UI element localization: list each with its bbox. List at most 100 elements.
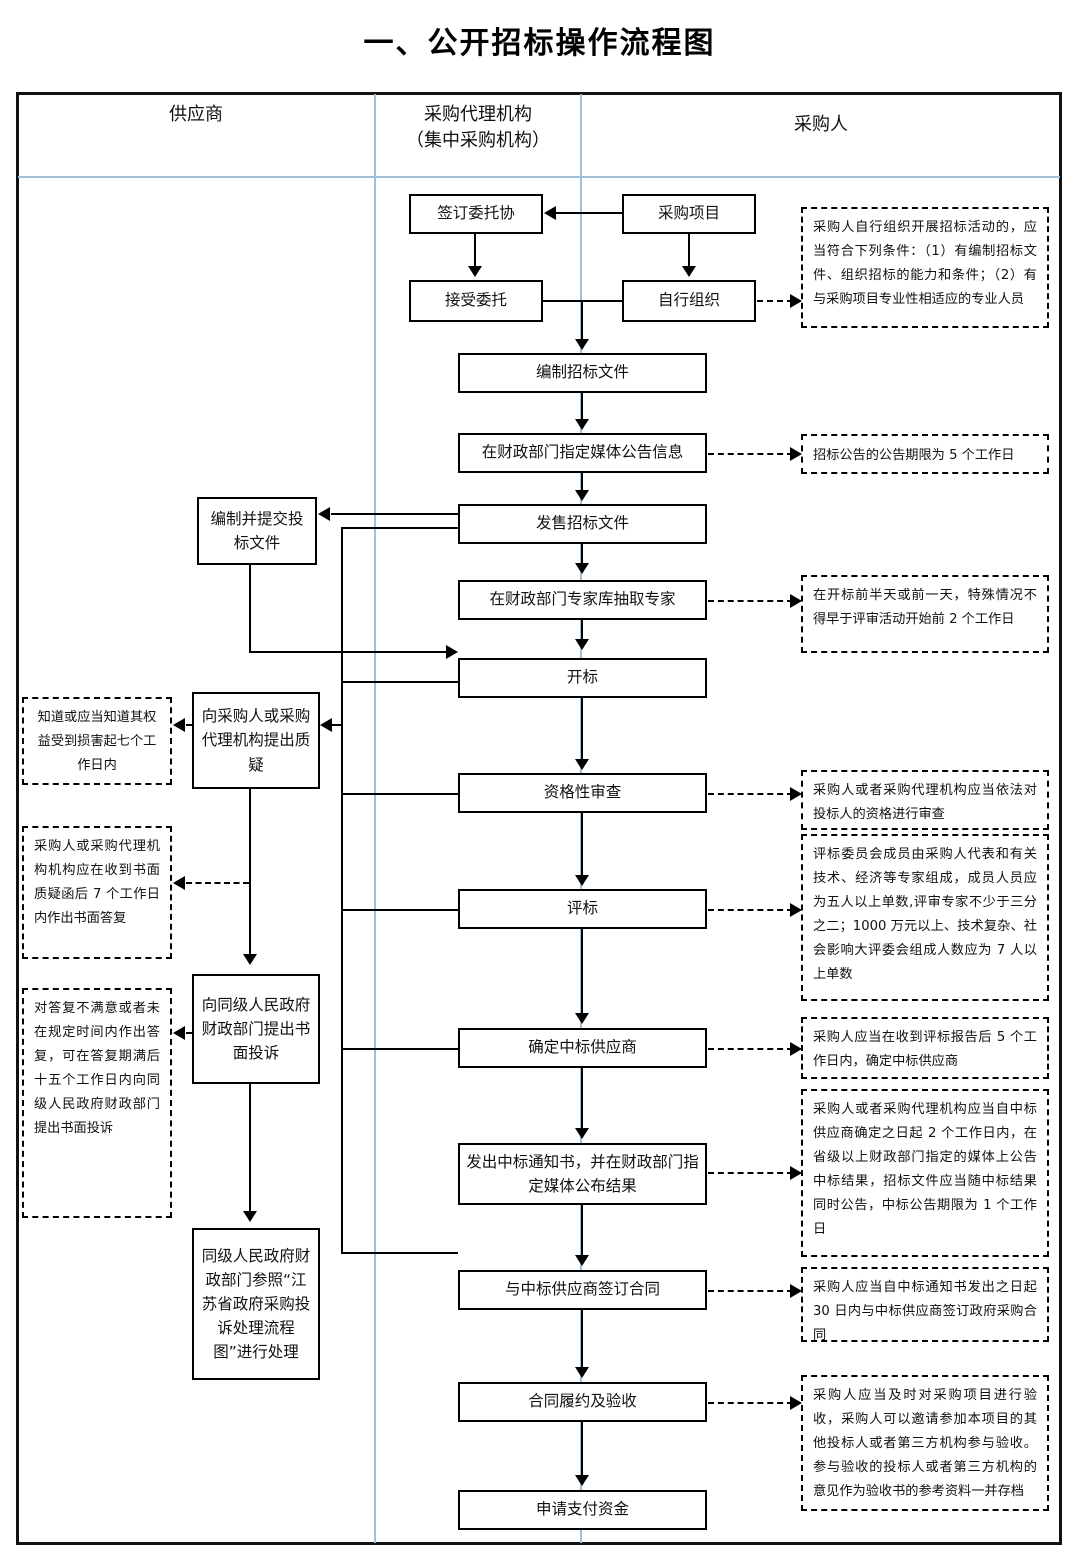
lane-header-agency: 采购代理机构 （集中采购机构） [378,102,578,154]
conn-spine-bottom [341,1252,458,1255]
arrow-self-organize-note [790,294,802,308]
arrow-acceptance-note [790,1396,802,1410]
conn-complaint-to-handling [249,1084,252,1212]
conn-issue-to-experts [581,544,584,564]
conn-bid-to-opening [249,651,446,654]
node-raise-query[interactable]: 向采购人或采购代理机构提出质疑 [192,692,320,789]
arrow-query-deadline [173,718,185,732]
arrow-reply-deadline [173,876,185,890]
dconn-notice-note [708,1172,793,1174]
node-qualification-review[interactable]: 资格性审查 [458,773,707,813]
arrow-spine-to-query [320,718,332,732]
conn-project-to-sign [556,212,622,215]
node-self-organize[interactable]: 自行组织 [622,280,756,322]
conn-issue-spine-top [341,527,458,530]
arrow-experts-to-opening [575,639,589,650]
conn-opening-to-spine [341,681,458,684]
note-reply-deadline: 采购人或采购代理机构机构应在收到书面质疑函后 7 个工作日内作出书面答复 [22,826,172,959]
arrow-join-to-prepare [575,339,589,350]
note-contract: 采购人应当自中标通知书发出之日起 30 日内与中标供应商签订政府采购合同 [801,1267,1049,1343]
arrow-issue-to-supplier [318,507,330,521]
conn-bid-down [249,565,252,653]
conn-evaluation-to-spine [341,909,458,912]
arrow-complaint-deadline [173,1026,185,1040]
conn-sign-to-accept [474,234,477,267]
lane-header-agency-line1: 采购代理机构 [424,104,532,125]
conn-issue-to-supplier [331,513,458,516]
conn-complaint-deadline [186,1032,192,1035]
arrow-project-to-self [682,266,696,277]
dconn-announce-note [708,453,793,455]
arrow-performance-to-payment [575,1475,589,1486]
node-issue-docs[interactable]: 发售招标文件 [458,504,707,544]
lane-divider-1 [374,94,376,1543]
arrow-complaint-to-handling [243,1211,257,1222]
conn-contract-to-performance [581,1310,584,1367]
arrow-contract-to-performance [575,1367,589,1378]
dconn-winner-note [708,1048,793,1050]
arrow-bid-to-opening [446,645,458,659]
conn-spine-to-query [332,724,342,727]
conn-query-to-complaint [249,789,252,955]
conn-notice-to-contract [581,1205,584,1255]
lane-header-rule [18,176,1060,178]
node-prepare-submit-bid[interactable]: 编制并提交投标文件 [197,497,317,565]
arrow-project-to-sign [544,206,556,220]
dconn-self-organize-note [757,300,793,302]
arrow-issue-to-experts [575,563,589,574]
dconn-evaluation-note [708,909,793,911]
note-complaint-deadline: 对答复不满意或者未在规定时间内作出答复，可在答复期满后十五个工作日内向同级人民政… [22,988,172,1218]
note-qualification: 采购人或者采购代理机构应当依法对投标人的资格进行审查 [801,770,1049,830]
node-purchase-project[interactable]: 采购项目 [622,194,756,234]
conn-join-down [581,300,584,340]
arrow-announce-to-issue [575,490,589,501]
node-written-complaint[interactable]: 向同级人民政府财政部门提出书面投诉 [192,974,320,1084]
arrow-evaluation-to-winner [575,1013,589,1024]
node-accept-entrust[interactable]: 接受委托 [409,280,543,322]
conn-qualification-to-evaluation [581,813,584,876]
arrow-prepare-to-announce [575,419,589,430]
dconn-contract-note [708,1290,793,1292]
conn-opening-to-qualification [581,698,584,760]
arrow-notice-to-contract [575,1255,589,1266]
arrow-winner-note [790,1042,802,1056]
node-complaint-handling[interactable]: 同级人民政府财政部门参照“江苏省政府采购投诉处理流程图”进行处理 [192,1228,320,1380]
conn-project-to-self [688,234,691,267]
arrow-winner-to-notice [575,1128,589,1139]
arrow-query-to-complaint [243,954,257,965]
arrow-evaluation-note [790,903,802,917]
conn-winner-to-spine [341,1048,458,1051]
node-sign-contract[interactable]: 与中标供应商签订合同 [458,1270,707,1310]
arrow-experts-note [790,594,802,608]
conn-winner-to-notice [581,1068,584,1128]
note-notice: 采购人或者采购代理机构应当自中标供应商确定之日起 2 个工作日内，在省级以上财政… [801,1089,1049,1257]
conn-announce-to-issue [581,473,584,491]
arrow-sign-to-accept [468,266,482,277]
dconn-qualification-note [708,793,793,795]
arrow-notice-note [790,1166,802,1180]
conn-evaluation-to-winner [581,929,584,1014]
dconn-query-deadline [186,724,192,726]
node-bid-evaluation[interactable]: 评标 [458,889,707,929]
node-sign-entrust[interactable]: 签订委托协 [409,194,543,234]
node-contract-performance[interactable]: 合同履约及验收 [458,1382,707,1422]
node-draw-experts[interactable]: 在财政部门专家库抽取专家 [458,580,707,620]
node-determine-winner[interactable]: 确定中标供应商 [458,1028,707,1068]
node-apply-payment[interactable]: 申请支付资金 [458,1490,707,1530]
dconn-acceptance-note [708,1402,793,1404]
node-announce-media[interactable]: 在财政部门指定媒体公告信息 [458,433,707,473]
note-winner: 采购人应当在收到评标报告后 5 个工作日内，确定中标供应商 [801,1017,1049,1079]
node-bid-opening[interactable]: 开标 [458,658,707,698]
diagram-frame [16,92,1062,1545]
arrow-contract-note [790,1284,802,1298]
conn-left-spine [341,527,344,1254]
conn-prepare-to-announce [581,393,584,420]
lane-header-purchaser: 采购人 [794,114,848,135]
lane-header-supplier: 供应商 [169,104,223,125]
note-acceptance: 采购人应当及时对采购项目进行验收，采购人可以邀请参加本项目的其他投标人或者第三方… [801,1375,1049,1511]
node-issue-notice[interactable]: 发出中标通知书，并在财政部门指定媒体公布结果 [458,1143,707,1205]
node-prepare-docs[interactable]: 编制招标文件 [458,353,707,393]
note-experts: 在开标前半天或前一天，特殊情况不得早于评审活动开始前 2 个工作日 [801,575,1049,653]
arrow-qualification-note [790,787,802,801]
arrow-announce-note [790,447,802,461]
